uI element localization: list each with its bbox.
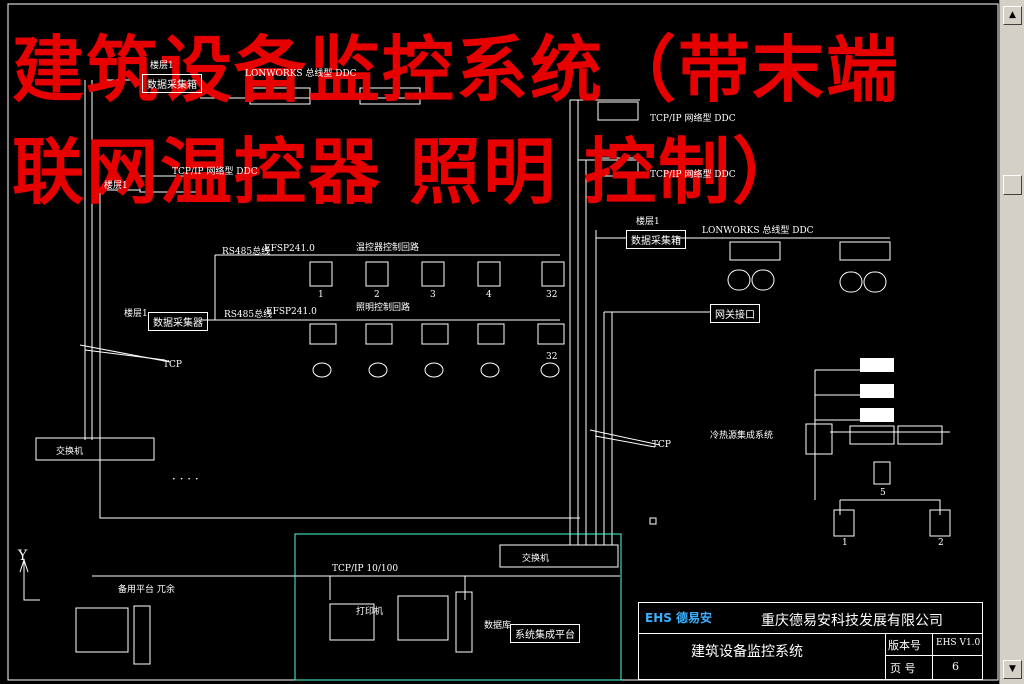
collector-d-box: 数据采集箱: [626, 230, 686, 249]
label-rs485-a: RS485总线: [222, 247, 271, 257]
page-label: 页 号: [890, 662, 916, 675]
page-value: 6: [952, 660, 959, 673]
label-chiller: 冷热源集成系统: [710, 431, 774, 441]
vertical-scrollbar[interactable]: ▲ ▼: [999, 0, 1024, 684]
scroll-thumb[interactable]: [1003, 175, 1022, 195]
scroll-up-button[interactable]: ▲: [1003, 6, 1022, 25]
label-printer: 打印机: [356, 607, 384, 617]
axis-y-label: Y: [18, 548, 28, 564]
label-switch-center: 交换机: [522, 554, 550, 564]
version-cell: 版本号 EHS V1.0 页 号 6: [885, 633, 982, 679]
label-light-circuit: 照明控制回路: [356, 303, 411, 313]
label-tcpip-100: TCP/IP 10/100: [332, 564, 399, 574]
label-floor1-d: 楼层1: [636, 217, 660, 227]
version-label: 版本号: [888, 639, 921, 652]
overlay-title-line2: 联网温控器 照明 控制）: [12, 129, 807, 214]
title-block: EHS 德易安 重庆德易安科技发展有限公司 建筑设备监控系统 版本号 EHS V…: [638, 602, 983, 680]
label-efsp-b: EFSP241.0: [266, 307, 317, 317]
label-floor1-c: 楼层1: [124, 309, 148, 319]
num-5: 5: [880, 488, 886, 498]
label-floor1-b: 楼层1: [104, 181, 128, 191]
label-backup: 备用平台 兀余: [118, 585, 175, 595]
project-name: 建筑设备监控系统: [691, 644, 803, 660]
num-32: 32: [546, 290, 558, 300]
num-3: 3: [430, 290, 436, 300]
num-2: 2: [374, 290, 380, 300]
label-floor1-a: 楼层1: [150, 61, 174, 71]
label-tcp-right: TCP: [652, 440, 671, 450]
gateway-box: 网关接口: [710, 304, 760, 323]
label-tcp-left: TCP: [163, 360, 182, 370]
ellipsis-dots: · · · ·: [172, 472, 199, 486]
num-r2: 2: [938, 538, 944, 548]
label-efsp-a: EFSP241.0: [264, 244, 315, 254]
collector-c-box: 数据采集器: [148, 312, 208, 331]
num-32b: 32: [546, 352, 558, 362]
overlay-title-line1: 建筑设备监控系统（带末端: [12, 27, 901, 112]
label-switch-left: 交换机: [56, 447, 84, 457]
label-lonworks-right: LONWORKS 总线型 DDC: [702, 226, 814, 236]
label-tcpip-ddc-r1: TCP/IP 网络型 DDC: [650, 114, 736, 124]
label-tcpip-ddc-r2: TCP/IP 网络型 DDC: [650, 170, 736, 180]
label-lonworks-top: LONWORKS 总线型 DDC: [245, 69, 357, 79]
num-r1: 1: [842, 538, 848, 548]
label-rs485-b: RS485总线: [224, 310, 273, 320]
ehs-logo: EHS 德易安: [645, 611, 713, 625]
integration-box: 系统集成平台: [510, 624, 580, 643]
label-database: 数据库: [484, 621, 512, 631]
num-1: 1: [318, 290, 324, 300]
scroll-down-button[interactable]: ▼: [1003, 660, 1022, 679]
num-4: 4: [486, 290, 492, 300]
collector-a-box: 数据采集箱: [142, 74, 202, 93]
title-block-header: EHS 德易安 重庆德易安科技发展有限公司: [639, 603, 982, 634]
label-tcpip-ddc-left: TCP/IP 网络型 DDC: [172, 167, 258, 177]
company-name: 重庆德易安科技发展有限公司: [761, 613, 943, 629]
label-temp-circuit: 温控器控制回路: [356, 243, 420, 253]
version-value: EHS V1.0: [936, 638, 981, 648]
